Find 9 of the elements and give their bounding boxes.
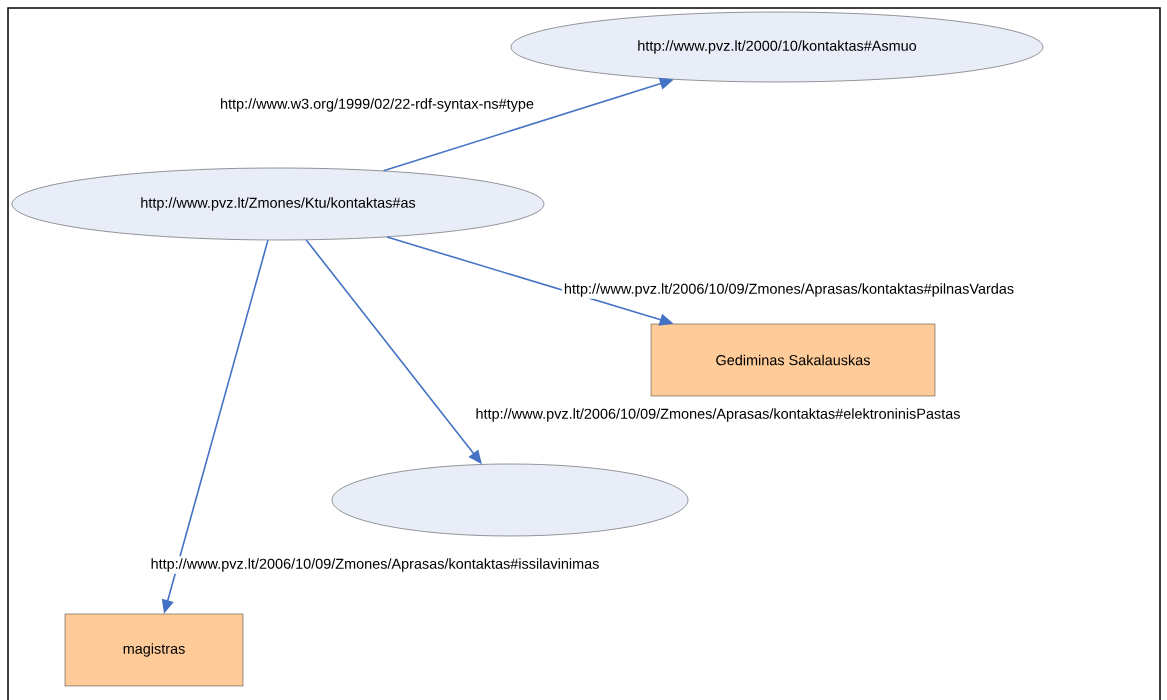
edge-label: http://www.pvz.lt/2006/10/09/Zmones/Aprasas/kontaktas#issilavinimas	[148, 556, 602, 574]
ellipse-node: http://www.pvz.lt/Zmones/Ktu/kontaktas#as	[11, 167, 545, 241]
ellipse-node: http://www.pvz.lt/2000/10/kontaktas#Asmuo	[510, 11, 1044, 83]
edge-label: http://www.w3.org/1999/02/22-rdf-syntax-ns#type	[218, 96, 536, 114]
ellipse-node	[331, 463, 689, 537]
edge-label: http://www.pvz.lt/2006/10/09/Zmones/Aprasas/kontaktas#pilnasVardas	[561, 281, 1017, 299]
edge-label: http://www.pvz.lt/2006/10/09/Zmones/Aprasas/kontaktas#elektroninisPastas	[473, 406, 963, 424]
literal-box: Gediminas Sakalauskas	[650, 323, 936, 397]
literal-box: magistras	[64, 613, 244, 687]
